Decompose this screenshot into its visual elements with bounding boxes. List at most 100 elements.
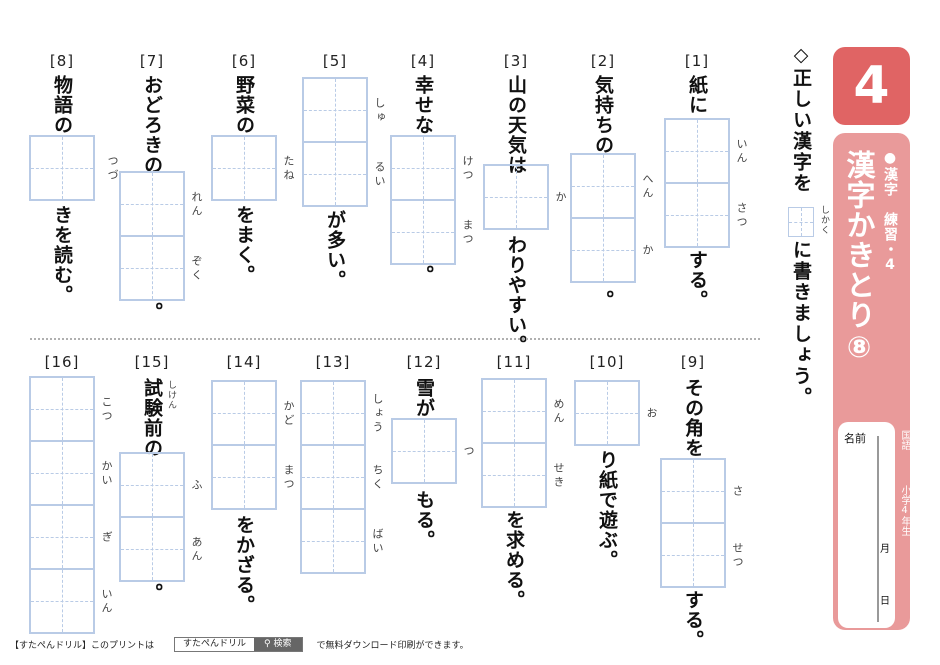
question-number: [16] xyxy=(44,353,80,371)
question-text-before: 山の天気は xyxy=(505,75,527,175)
answer-cell[interactable] xyxy=(662,522,724,586)
answer-cell[interactable] xyxy=(662,460,724,522)
reading-hint: たね xyxy=(282,155,295,183)
answer-boxes[interactable] xyxy=(29,135,95,201)
reading-hint: さつ xyxy=(735,202,748,230)
question-number: [13] xyxy=(315,353,351,371)
question-text-before: 幸せな xyxy=(412,75,434,135)
answer-boxes[interactable] xyxy=(29,376,95,634)
answer-cell[interactable] xyxy=(31,137,93,199)
reading-hint: せき xyxy=(552,462,565,490)
answer-cell[interactable] xyxy=(393,420,455,482)
reading-hint: るい xyxy=(373,161,386,189)
answer-cell[interactable] xyxy=(121,454,183,516)
question-text-before: その角を xyxy=(682,378,704,458)
answer-cell[interactable] xyxy=(302,508,364,572)
answer-cell[interactable] xyxy=(572,217,634,281)
answer-cell[interactable] xyxy=(31,378,93,440)
reading-hint: ぎ xyxy=(100,531,113,545)
answer-boxes[interactable] xyxy=(119,171,185,301)
reading-hint: へん xyxy=(641,173,654,201)
answer-cell[interactable] xyxy=(392,137,454,199)
answer-cell[interactable] xyxy=(213,382,275,444)
answer-cell[interactable] xyxy=(304,141,366,205)
grade-label: 小学4年生 xyxy=(899,485,910,536)
answer-boxes[interactable] xyxy=(119,452,185,582)
search-button[interactable]: ⚲ 検索 xyxy=(254,638,302,651)
answer-cell[interactable] xyxy=(485,166,547,228)
answer-boxes[interactable] xyxy=(483,164,549,230)
question-text-after: 。 xyxy=(412,265,434,285)
search-button-label: 検索 xyxy=(273,639,292,649)
reading-hint: お xyxy=(645,407,658,421)
reading-hint: まつ xyxy=(282,464,295,492)
category-label: ●漢字 練習・4 xyxy=(882,150,898,274)
subject-label: 国語 xyxy=(899,430,910,450)
question-text-after: わりやすい。 xyxy=(505,235,527,355)
answer-boxes[interactable] xyxy=(574,380,640,446)
answer-boxes[interactable] xyxy=(660,458,726,588)
reading-hint: いん xyxy=(735,138,748,166)
sample-box-reading: しかく xyxy=(819,205,829,235)
answer-cell[interactable] xyxy=(213,444,275,508)
answer-cell[interactable] xyxy=(31,440,93,504)
question-text-after: きを読む。 xyxy=(51,205,73,305)
answer-boxes[interactable] xyxy=(211,380,277,510)
question-text-after: 。 xyxy=(141,583,163,603)
question-text-before: 紙に xyxy=(686,75,708,115)
row-divider xyxy=(30,338,760,340)
answer-boxes[interactable] xyxy=(664,118,730,248)
sample-box xyxy=(788,207,814,237)
answer-boxes[interactable] xyxy=(391,418,457,484)
reading-hint: あん xyxy=(190,536,203,564)
question-number: [15] xyxy=(134,353,170,371)
question-number: [6] xyxy=(231,52,257,70)
reading-hint: ばい xyxy=(371,528,384,556)
answer-cell[interactable] xyxy=(483,380,545,442)
reading-hint: こつ xyxy=(100,396,113,424)
answer-boxes[interactable] xyxy=(302,77,368,207)
answer-cell[interactable] xyxy=(572,155,634,217)
answer-cell[interactable] xyxy=(666,120,728,182)
answer-cell[interactable] xyxy=(483,442,545,506)
name-field[interactable]: 名前 月 日 xyxy=(838,422,895,628)
reading-hint: めん xyxy=(552,398,565,426)
reading-hint: ぞく xyxy=(190,255,203,283)
answer-cell[interactable] xyxy=(302,444,364,508)
reading-hint: まつ xyxy=(461,219,474,247)
answer-boxes[interactable] xyxy=(481,378,547,508)
answer-cell[interactable] xyxy=(576,382,638,444)
answer-cell[interactable] xyxy=(121,516,183,580)
question-number: [4] xyxy=(410,52,436,70)
answer-cell[interactable] xyxy=(31,568,93,632)
question-text-before: 試験前の xyxy=(141,378,163,458)
answer-boxes[interactable] xyxy=(390,135,456,265)
question-text-after: をかざる。 xyxy=(233,515,255,615)
question-text-before: 野菜の xyxy=(233,75,255,135)
reading-hint: さ xyxy=(731,485,744,499)
question-text-after: 。 xyxy=(141,302,163,322)
question-number: [9] xyxy=(680,353,706,371)
answer-cell[interactable] xyxy=(121,173,183,235)
answer-boxes[interactable] xyxy=(570,153,636,283)
answer-cell[interactable] xyxy=(31,504,93,568)
question-number: [8] xyxy=(49,52,75,70)
instruction-before: ◇正しい漢字を xyxy=(790,44,812,194)
answer-boxes[interactable] xyxy=(300,380,366,574)
search-icon: ⚲ xyxy=(264,639,274,649)
question-number: [12] xyxy=(406,353,442,371)
reading-hint: かど xyxy=(282,400,295,428)
question-text-after: り紙で遊ぶ。 xyxy=(596,450,618,570)
answer-cell[interactable] xyxy=(302,382,364,444)
question-text-before: 雪が xyxy=(413,378,435,418)
question-text-after: が多い。 xyxy=(324,210,346,290)
question-text-before: 気持ちの xyxy=(592,75,614,155)
answer-boxes[interactable] xyxy=(211,135,277,201)
question-text-after: をまく。 xyxy=(233,205,255,285)
answer-cell[interactable] xyxy=(304,79,366,141)
answer-cell[interactable] xyxy=(121,235,183,299)
answer-cell[interactable] xyxy=(666,182,728,246)
search-box[interactable]: すたぺんドリル ⚲ 検索 xyxy=(174,637,303,652)
answer-cell[interactable] xyxy=(392,199,454,263)
answer-cell[interactable] xyxy=(213,137,275,199)
